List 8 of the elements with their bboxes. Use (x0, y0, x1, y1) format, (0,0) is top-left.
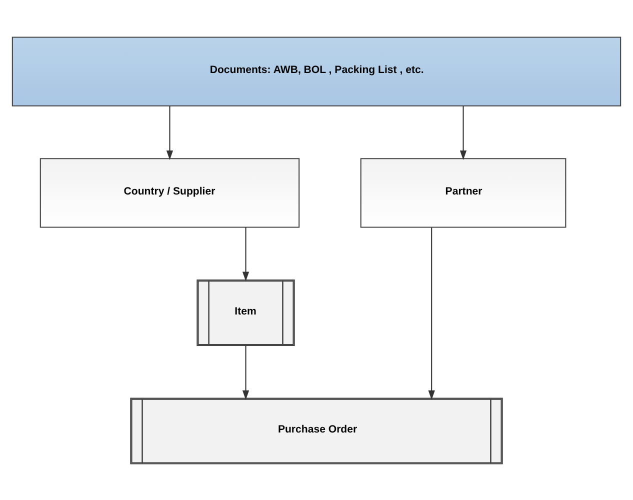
node-box: Country / Supplier (40, 158, 300, 228)
arrow (242, 226, 250, 281)
arrow (242, 345, 250, 400)
arrow (166, 106, 174, 160)
node-box: Documents: AWB, BOL , Packing List , etc. (12, 36, 622, 106)
arrow (460, 106, 467, 160)
arrow (428, 227, 435, 400)
node-box: Partner (360, 158, 566, 228)
